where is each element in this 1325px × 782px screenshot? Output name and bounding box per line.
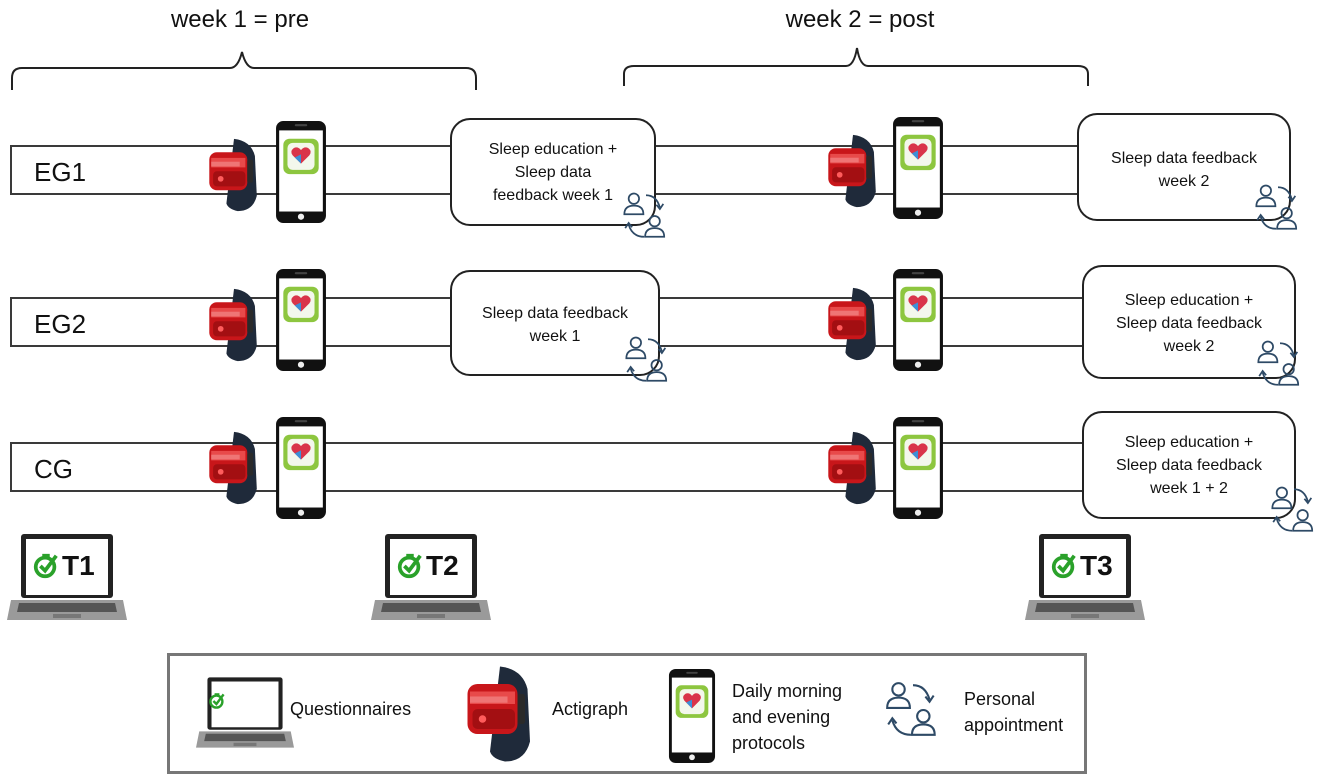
clock-check-icon [396,552,424,580]
smartphone-app-icon [668,666,716,766]
timepoint-t3: T3 [1024,530,1146,630]
smartphone-app-icon [892,116,944,220]
legend-appointment: Personal appointment [964,689,1064,735]
legend: Questionnaires Actigraph Daily morning a… [167,653,1087,774]
session-eg1-pre: Sleep education + Sleep data feedback we… [450,118,656,226]
personal-appointment-icon [1268,480,1320,540]
lane-cg: CG [10,442,1090,492]
phase-braces [11,47,1089,90]
timepoint-t1: T1 [6,530,128,630]
phase-pre-label: week 1 = pre [170,6,310,33]
legend-protocols: Daily morning and evening protocols [732,681,843,753]
legend-actigraph: Actigraph [552,699,629,719]
smartphone-app-icon [275,416,327,520]
actigraph-watch-icon [203,430,265,506]
actigraph-watch-icon [822,133,884,209]
actigraph-watch-icon [460,664,540,764]
timepoint-label-t3: T3 [1080,550,1113,581]
session-eg2-post-text: Sleep education + Sleep data feedback we… [1116,292,1262,355]
laptop-icon [196,674,294,756]
actigraph-watch-icon [822,286,884,362]
session-eg1-post-text: Sleep data feedback week 2 [1111,150,1257,190]
actigraph-watch-icon [203,287,265,363]
smartphone-app-icon [892,268,944,372]
group-label-eg2: EG2 [34,309,87,339]
smartphone-app-icon [275,120,327,224]
personal-appointment-icon [882,670,944,750]
personal-appointment-icon [1252,178,1304,238]
session-eg2-pre-text: Sleep data feedback week 1 [482,305,628,345]
smartphone-app-icon [275,268,327,372]
phase-post-label: week 2 = post [785,6,935,33]
timepoint-t2: T2 [370,530,492,630]
clock-check-icon [1050,552,1078,580]
session-cg-post: Sleep education + Sleep data feedback we… [1082,411,1296,519]
smartphone-app-icon [892,416,944,520]
personal-appointment-icon [620,186,672,246]
brace-pre [11,51,477,90]
actigraph-watch-icon [822,430,884,506]
clock-check-icon [32,552,60,580]
personal-appointment-icon [622,330,674,390]
session-eg2-post: Sleep education + Sleep data feedback we… [1082,265,1296,379]
actigraph-watch-icon [203,137,265,213]
session-eg1-pre-text: Sleep education + Sleep data feedback we… [488,141,618,204]
group-label-cg: CG [34,454,73,484]
group-label-eg1: EG1 [34,157,87,187]
legend-questionnaires: Questionnaires [290,699,412,719]
personal-appointment-icon [1254,334,1306,394]
session-eg2-pre: Sleep data feedback week 1 [450,270,660,376]
brace-post [623,47,1089,86]
session-eg1-post: Sleep data feedback week 2 [1077,113,1291,221]
timepoint-label-t2: T2 [426,550,459,581]
clock-check-icon [208,692,226,710]
timepoint-label-t1: T1 [62,550,95,581]
session-cg-post-text: Sleep education + Sleep data feedback we… [1116,434,1262,497]
